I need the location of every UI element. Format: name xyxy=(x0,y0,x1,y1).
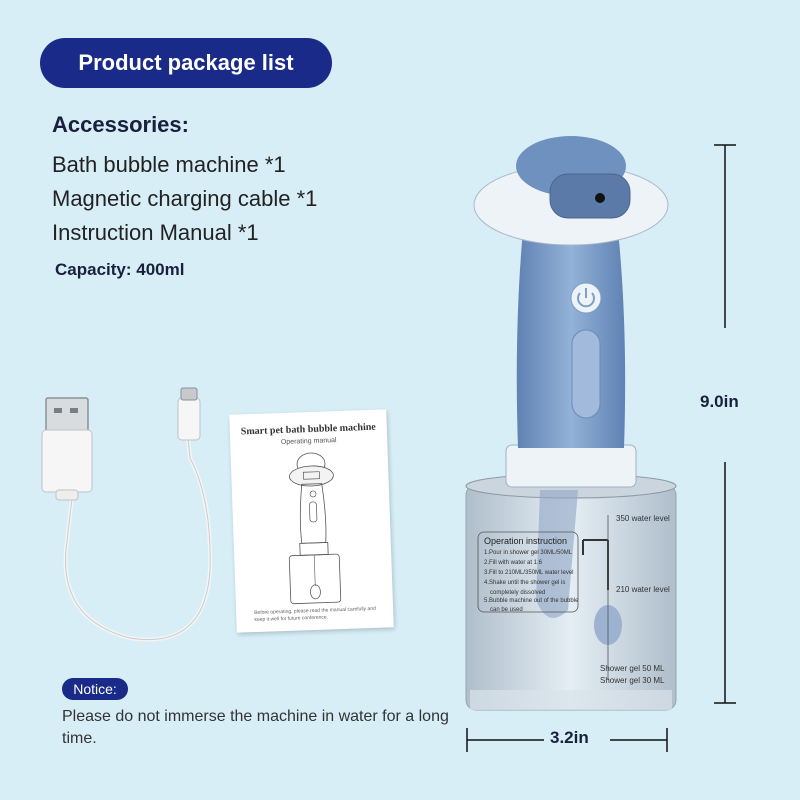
instruction-step: 4.Shake until the shower gel is xyxy=(484,580,566,586)
notice-text: Please do not immerse the machine in wat… xyxy=(62,708,449,747)
bubble-machine-image xyxy=(465,136,677,711)
height-dimension-line xyxy=(714,144,736,704)
width-dimension-line xyxy=(466,728,668,752)
instruction-title: Operation instruction xyxy=(484,536,568,546)
instruction-step: 1.Pour in shower gel 30ML/50ML xyxy=(484,550,573,556)
instruction-step: completely dissolved xyxy=(490,590,546,596)
instruction-manual-image: Smart pet bath bubble machine Operating … xyxy=(229,409,394,633)
shower-gel-50: Shower gel 50 ML xyxy=(600,664,665,673)
instruction-step: 5.Bubble machine out of the bubble xyxy=(484,598,579,604)
accessory-item: Bath bubble machine *1 xyxy=(52,152,286,177)
instruction-step: 3.Fill to 210ML/350ML water level xyxy=(484,570,574,576)
usb-cable-image xyxy=(41,387,213,642)
height-label: 9.0in xyxy=(700,392,739,411)
water-level-350: 350 water level xyxy=(616,514,670,523)
accessories-list: Bath bubble machine *1 Magnetic charging… xyxy=(52,148,317,250)
capacity-text: Capacity: 400ml xyxy=(55,260,185,279)
notice-badge: Notice: xyxy=(62,678,128,700)
accessories-heading: Accessories: xyxy=(52,112,189,137)
instruction-step: can be used xyxy=(490,607,523,613)
accessory-item: Magnetic charging cable *1 xyxy=(52,186,318,211)
instruction-step: 2.Fill with water at 1:6 xyxy=(484,560,543,566)
accessory-item: Instruction Manual *1 xyxy=(52,220,259,245)
shower-gel-30: Shower gel 30 ML xyxy=(600,676,665,685)
width-label: 3.2in xyxy=(550,728,589,747)
water-level-210: 210 water level xyxy=(616,585,670,594)
manual-illustration xyxy=(288,452,342,605)
package-list-title: Product package list xyxy=(40,38,332,88)
